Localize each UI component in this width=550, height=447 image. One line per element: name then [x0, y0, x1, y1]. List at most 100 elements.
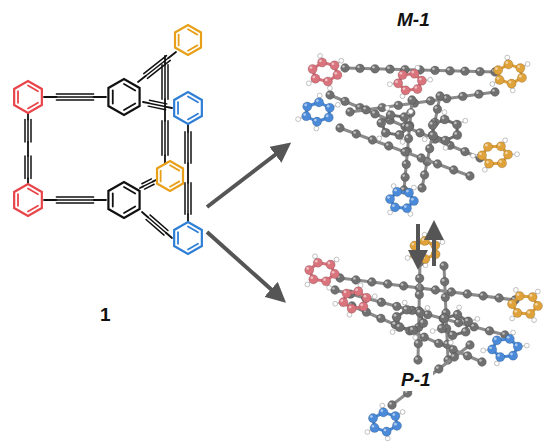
bond [17, 91, 19, 103]
atom-shine [319, 60, 322, 63]
atom-shine [487, 328, 490, 331]
benzene-ring [14, 81, 42, 113]
atom-shine [401, 187, 404, 190]
atom-shine [372, 66, 375, 69]
atom [416, 128, 425, 137]
atom-shine [417, 130, 420, 133]
atom [433, 105, 442, 114]
atom-shine [441, 315, 444, 318]
atom [342, 289, 351, 298]
atom-shine [442, 279, 445, 282]
hydrogen [428, 77, 433, 82]
hydrogen [514, 287, 519, 292]
atom [491, 88, 500, 97]
bond [56, 96, 93, 98]
atom-shine [450, 332, 453, 335]
atom-shine [360, 303, 363, 306]
hydrogen [510, 88, 515, 93]
hydrogen [380, 403, 385, 408]
atom-shine [403, 161, 406, 164]
atom [420, 170, 429, 179]
atom-shine [387, 196, 390, 199]
atom-shine [337, 125, 340, 128]
atom [433, 160, 442, 169]
atom-shine [420, 320, 423, 323]
atom [414, 339, 423, 348]
atom [431, 66, 440, 75]
atom [318, 58, 327, 67]
bond [124, 187, 135, 193]
atom [362, 105, 371, 114]
atom-shine [535, 303, 538, 306]
atom-shine [314, 119, 317, 122]
bond [161, 65, 163, 100]
atom-shine [509, 301, 512, 304]
bond [188, 29, 197, 34]
atom-shine [430, 122, 433, 125]
atom-shine [441, 263, 444, 266]
atom-shine [332, 287, 335, 290]
bond [184, 183, 186, 214]
atom [454, 318, 463, 327]
atom-shine [414, 86, 417, 89]
atom-shine [418, 155, 421, 158]
atom-shine [427, 146, 430, 149]
atom [515, 292, 524, 301]
atom [417, 154, 426, 163]
atom [399, 282, 408, 291]
atom-shine [425, 312, 428, 315]
bond [150, 215, 168, 231]
atom-shine [378, 316, 381, 319]
atom [308, 65, 317, 74]
bond [112, 194, 114, 207]
atom [415, 290, 424, 299]
hydrogen [463, 118, 468, 123]
atom [302, 112, 311, 121]
hydrogen [413, 335, 418, 340]
atom-shine [519, 75, 522, 78]
atom-shine [430, 132, 433, 135]
bond [166, 107, 172, 108]
bond [188, 226, 198, 232]
atom-shine [316, 99, 319, 102]
bond [188, 114, 198, 120]
atom-shine [386, 143, 389, 146]
atom [385, 195, 394, 204]
bond [147, 60, 170, 78]
atom [376, 314, 385, 323]
atom-shine [304, 104, 307, 107]
benzene-ring [14, 184, 42, 216]
bond [56, 196, 93, 198]
atom [492, 336, 501, 345]
atom [426, 96, 435, 105]
benzene-ring [157, 161, 183, 191]
atom-shine [464, 291, 467, 294]
atom-shine [396, 132, 399, 135]
atom-shine [392, 204, 395, 207]
atom-shine [421, 334, 424, 337]
bond [94, 96, 106, 98]
atom [404, 188, 413, 197]
atom-shine [406, 136, 409, 139]
bond [27, 120, 29, 142]
atom-shine [312, 76, 315, 79]
bond [184, 132, 186, 163]
hydrogen [400, 410, 405, 415]
atom-shine [465, 353, 468, 356]
atom [377, 298, 386, 307]
atom [497, 159, 506, 168]
atom [394, 79, 403, 88]
atom [359, 302, 368, 311]
bond [190, 183, 192, 214]
atom-shine [389, 402, 392, 405]
atom-shine [435, 161, 438, 164]
atom [428, 120, 437, 129]
atom-shine [323, 278, 326, 281]
atom [371, 64, 380, 73]
atom-shine [442, 294, 445, 297]
atom-shine [379, 299, 382, 302]
atom-shine [417, 275, 420, 278]
atom-shine [452, 354, 455, 357]
atom [421, 254, 430, 263]
